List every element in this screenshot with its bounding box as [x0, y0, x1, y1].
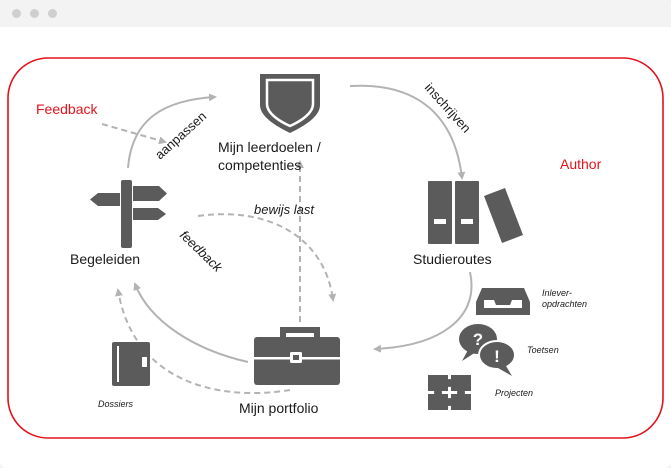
studieroutes-label: Studieroutes [413, 251, 492, 267]
inbox-tray-icon [476, 288, 530, 315]
arrow-portfolio-begeleiden [133, 282, 249, 363]
portfolio-label: Mijn portfolio [239, 400, 319, 416]
cycle-arrows [101, 84, 473, 395]
puzzle-icon [428, 375, 471, 410]
begeleiden-label: Begeleiden [70, 251, 140, 267]
arrow-aanpassen [127, 93, 217, 169]
briefcase-icon [254, 327, 340, 385]
shield-icon [260, 74, 320, 133]
arrow-studieroutes-portfolio [373, 271, 473, 353]
inlever-label-line2: opdrachten [542, 299, 587, 309]
book-icon [112, 342, 150, 386]
dossiers-label: Dossiers [98, 399, 134, 409]
svg-text:!: ! [494, 347, 500, 366]
aanpassen-label: aanpassen [152, 109, 209, 163]
arrow-feedback [197, 213, 337, 302]
binders-icon [428, 181, 523, 244]
maximize-dot[interactable] [48, 9, 57, 18]
feedback-arrow-label: feedback [177, 227, 226, 275]
learning-cycle-diagram: ? ! Feedback Author Mijn leerdoelen / co… [7, 57, 664, 439]
signpost-icon [90, 180, 167, 248]
question-bubbles-icon: ? ! [459, 324, 516, 376]
toetsen-label: Toetsen [527, 345, 559, 355]
diagram-canvas: ? ! Feedback Author Mijn leerdoelen / co… [0, 27, 671, 468]
inlever-label-line1: Inlever- [542, 288, 572, 298]
author-frame [7, 57, 664, 439]
projecten-label: Projecten [495, 388, 533, 398]
leerdoelen-label-line1: Mijn leerdoelen / [218, 139, 321, 155]
bewijs-last-label: bewijs last [254, 202, 315, 217]
arrow-feedback-author [101, 123, 167, 145]
leerdoelen-label-line2: competenties [218, 157, 301, 173]
close-dot[interactable] [12, 9, 21, 18]
author-label: Author [560, 156, 602, 172]
minimize-dot[interactable] [30, 9, 39, 18]
arrow-inschrijven [349, 84, 466, 180]
title-bar [0, 0, 671, 27]
arrow-dossiers [115, 288, 291, 395]
feedback-label: Feedback [36, 101, 98, 117]
svg-text:?: ? [473, 330, 483, 349]
